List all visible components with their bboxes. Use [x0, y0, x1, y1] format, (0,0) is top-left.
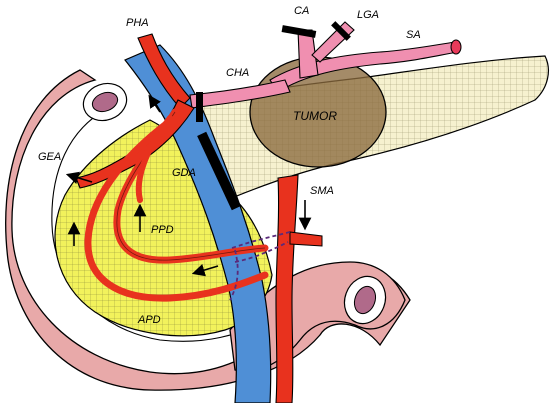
cha-ligature-bar	[196, 92, 203, 122]
lga-ligature-bar	[331, 21, 351, 41]
flow-arrow-gea	[65, 171, 93, 184]
posterior-pancreaticoduodenal-arcade-outline	[116, 111, 266, 261]
anterior-pancreaticoduodenal-arcade	[84, 121, 269, 302]
label-ca: CA	[294, 5, 309, 17]
ligated-branch-dashed	[231, 231, 291, 263]
sma-side-branch	[289, 231, 323, 247]
duodenum-lumen-upper	[82, 82, 128, 122]
ca-ligature-bar	[281, 25, 317, 38]
splenic-artery-end	[450, 39, 462, 55]
duodenum	[5, 69, 411, 391]
label-apd: APD	[137, 314, 161, 326]
duodenum-lumen-lower	[343, 275, 387, 325]
label-tumor: TUMOR	[293, 109, 337, 123]
label-pha: PHA	[126, 17, 149, 29]
common-hepatic-artery	[189, 79, 291, 109]
flow-arrow-pha	[148, 94, 161, 113]
gda-ligature-bar	[197, 131, 241, 211]
label-cha: CHA	[226, 67, 249, 79]
label-gda: GDA	[172, 167, 196, 179]
flow-arrow-lower	[191, 264, 219, 277]
label-sma: SMA	[310, 185, 334, 197]
label-gea: GEA	[38, 151, 61, 163]
label-ppd: PPD	[151, 224, 174, 236]
label-lga: LGA	[357, 9, 379, 21]
gea-branch	[135, 115, 173, 203]
label-sa: SA	[406, 29, 421, 41]
